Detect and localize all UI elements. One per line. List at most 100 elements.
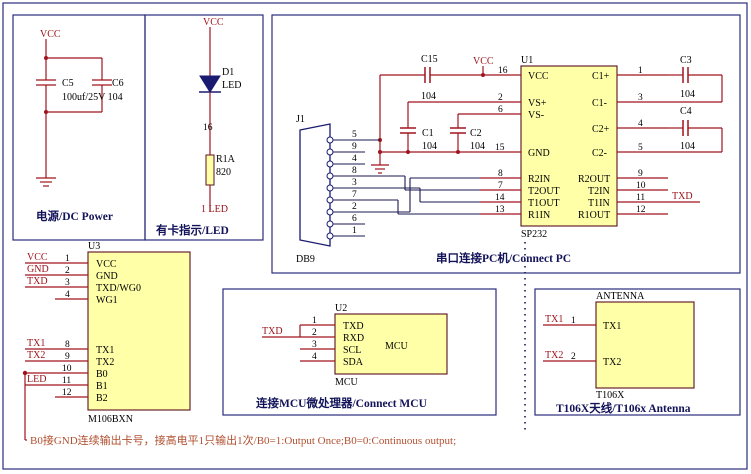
svg-text:R1IN: R1IN [528, 210, 550, 221]
svg-text:SDA: SDA [343, 357, 364, 368]
d1-label: D1 [222, 67, 234, 78]
sp232-chip [520, 65, 618, 227]
svg-text:RXD: RXD [343, 333, 364, 344]
led-vcc-label: VCC [203, 17, 224, 28]
svg-text:14: 14 [495, 193, 505, 203]
svg-text:1: 1 [65, 254, 70, 264]
antenna-ref: ANTENNA [596, 291, 645, 302]
svg-text:2: 2 [571, 352, 576, 362]
svg-text:12: 12 [636, 205, 646, 215]
svg-text:8: 8 [352, 166, 357, 176]
svg-text:GND: GND [528, 148, 550, 159]
led-title: 有卡指示/LED [156, 223, 229, 237]
svg-text:3: 3 [312, 340, 317, 350]
c6-label: C6 [112, 78, 124, 89]
mcu-footer: MCU [335, 377, 359, 388]
svg-text:VCC: VCC [96, 259, 117, 270]
led-net-label: 1 LED [201, 204, 228, 215]
mcu-circuit: U2 MCU MCU TXD 1 2 3 4 TXD RXD SCL SDA [262, 303, 448, 388]
svg-text:2: 2 [352, 202, 357, 212]
j1-label: J1 [296, 114, 305, 125]
svg-text:7: 7 [498, 181, 503, 191]
svg-text:4: 4 [65, 290, 70, 300]
svg-text:TX2: TX2 [96, 357, 114, 368]
svg-text:TX1: TX1 [96, 345, 114, 356]
svg-text:10: 10 [62, 364, 72, 374]
svg-text:6: 6 [498, 105, 503, 115]
t106x-chip [595, 301, 695, 389]
serial-txd-label: TXD [672, 191, 693, 202]
svg-text:VS+: VS+ [528, 98, 547, 109]
c4-ref: C4 [680, 106, 692, 117]
svg-text:4: 4 [638, 119, 643, 129]
svg-text:TXD: TXD [27, 276, 48, 287]
svg-text:3: 3 [65, 278, 70, 288]
svg-text:T2OUT: T2OUT [528, 186, 560, 197]
antenna-circuit: ANTENNA T106X TX1 TX2 1 2 TX1 TX2 [543, 291, 695, 401]
svg-text:3: 3 [352, 178, 357, 188]
svg-text:TXD/WG0: TXD/WG0 [96, 283, 141, 294]
svg-text:TX1: TX1 [27, 338, 45, 349]
led-pin-16: 16 [203, 123, 213, 133]
svg-text:4: 4 [312, 352, 317, 362]
svg-text:GND: GND [96, 271, 118, 282]
u3-ref: U3 [88, 241, 100, 252]
svg-text:1: 1 [312, 316, 317, 326]
svg-text:B0: B0 [96, 369, 108, 380]
svg-text:VCC: VCC [27, 252, 48, 263]
svg-text:11: 11 [636, 193, 645, 203]
svg-text:C1-: C1- [592, 98, 607, 109]
svg-text:1: 1 [352, 226, 357, 236]
power-title: 电源/DC Power [36, 209, 113, 223]
svg-text:C1+: C1+ [592, 71, 610, 82]
serial-vcc-label: VCC [473, 56, 494, 67]
svg-text:1: 1 [571, 316, 576, 326]
b0-note: B0接GND连续输出卡号，接高电平1只输出1次/B0=1:Output Once… [30, 433, 456, 447]
c2-value: 104 [470, 141, 485, 152]
svg-text:TX1: TX1 [545, 314, 563, 325]
svg-text:6: 6 [352, 214, 357, 224]
svg-text:VCC: VCC [528, 71, 549, 82]
svg-text:WG1: WG1 [96, 295, 118, 306]
svg-text:10: 10 [636, 181, 646, 191]
power-circuit: VCC C5 C6 100uf/25V 104 [36, 29, 124, 187]
mcu-txd-net: TXD [262, 326, 283, 337]
power-vcc-label: VCC [40, 29, 61, 40]
svg-text:T2IN: T2IN [588, 186, 610, 197]
svg-text:9: 9 [65, 352, 70, 362]
svg-text:TXD: TXD [343, 321, 364, 332]
svg-text:LED: LED [27, 374, 46, 385]
svg-text:3: 3 [638, 93, 643, 103]
serial-title: 串口连接PC机/Connect PC [436, 251, 571, 265]
svg-text:2: 2 [65, 266, 70, 276]
r1a-value: 820 [216, 167, 231, 178]
d1-led-label: LED [222, 80, 241, 91]
c4-value: 104 [680, 141, 695, 152]
mcu-panel [222, 288, 497, 416]
c1-value: 104 [422, 141, 437, 152]
svg-text:2: 2 [498, 93, 503, 103]
svg-text:T1IN: T1IN [588, 198, 610, 209]
u2-ref: U2 [335, 303, 347, 314]
svg-text:2: 2 [312, 328, 317, 338]
c3-value: 104 [680, 89, 695, 100]
mcu-chip-name: MCU [385, 341, 409, 352]
antenna-title: T106X天线/T106x Antenna [556, 401, 691, 415]
svg-text:SCL: SCL [343, 345, 361, 356]
c5-label: C5 [62, 78, 74, 89]
svg-text:TX2: TX2 [545, 350, 563, 361]
svg-text:T1OUT: T1OUT [528, 198, 560, 209]
svg-text:GND: GND [27, 264, 49, 275]
cap-value-label: 100uf/25V 104 [62, 92, 123, 103]
db9-shell [299, 123, 331, 247]
sp232-label: SP232 [521, 229, 547, 240]
serial-panel [271, 14, 741, 274]
u1-label: U1 [521, 55, 533, 66]
mcu-title: 连接MCU微处理器/Connect MCU [256, 396, 428, 410]
svg-text:8: 8 [65, 340, 70, 350]
svg-text:16: 16 [498, 66, 508, 76]
m106bxn-chip [87, 251, 191, 411]
c1-ref: C1 [422, 128, 434, 139]
svg-text:VS-: VS- [528, 110, 544, 121]
